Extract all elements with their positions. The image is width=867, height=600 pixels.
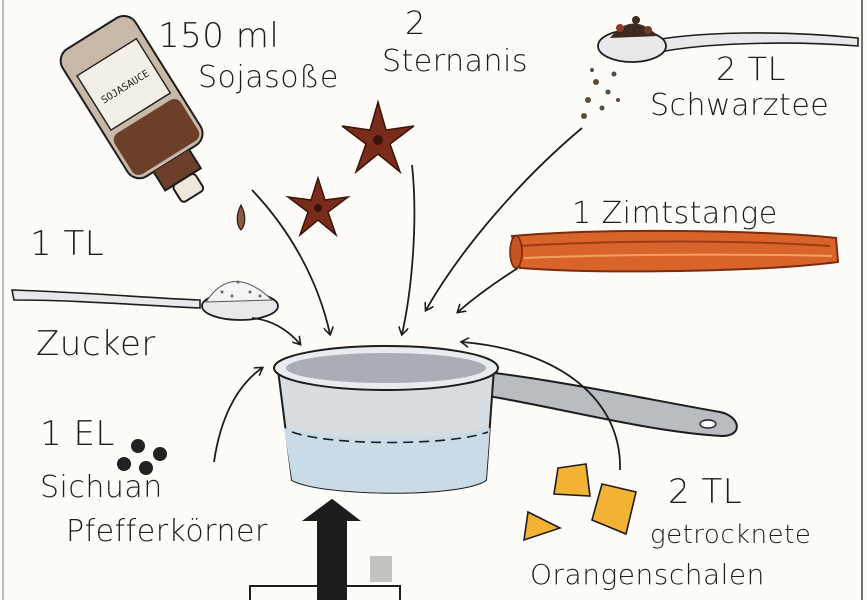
orange-amount: 2 TL <box>668 472 742 512</box>
tea-name: Schwarztee <box>650 88 829 123</box>
anise-amount: 2 <box>405 4 426 42</box>
arrow-anise <box>402 165 414 334</box>
sugar-name: Zucker <box>36 324 156 364</box>
star-anise-icon <box>342 102 414 172</box>
sichuan-name-line2: Pfefferkörner <box>66 514 268 549</box>
cinnamon-label: 1 Zimtstange <box>572 196 778 231</box>
sugar-spoon-icon <box>12 281 278 321</box>
sugar-amount: 1 TL <box>30 224 104 264</box>
arrow-pepper <box>214 368 262 462</box>
orange-name-line1: getrocknete <box>650 520 811 550</box>
arrow-cinnamon <box>458 268 518 312</box>
heat-arrow-icon <box>250 500 400 600</box>
sichuan-amount: 1 EL <box>40 414 115 454</box>
anise-name: Sternanis <box>382 44 528 79</box>
cooking-pot-icon <box>274 346 737 493</box>
arrow-sugar <box>252 318 300 344</box>
soy-amount: 150 ml <box>158 16 279 56</box>
star-anise-icon <box>288 178 348 235</box>
sichuan-name-line1: Sichuan <box>40 470 163 505</box>
soy-name: Sojasoße <box>198 60 339 95</box>
orange-peel-icon <box>524 464 636 540</box>
cinnamon-stick-icon <box>510 231 838 271</box>
arrow-tea <box>426 128 582 310</box>
tea-amount: 2 TL <box>716 50 786 88</box>
orange-name-line2: Orangenschalen <box>530 558 765 591</box>
